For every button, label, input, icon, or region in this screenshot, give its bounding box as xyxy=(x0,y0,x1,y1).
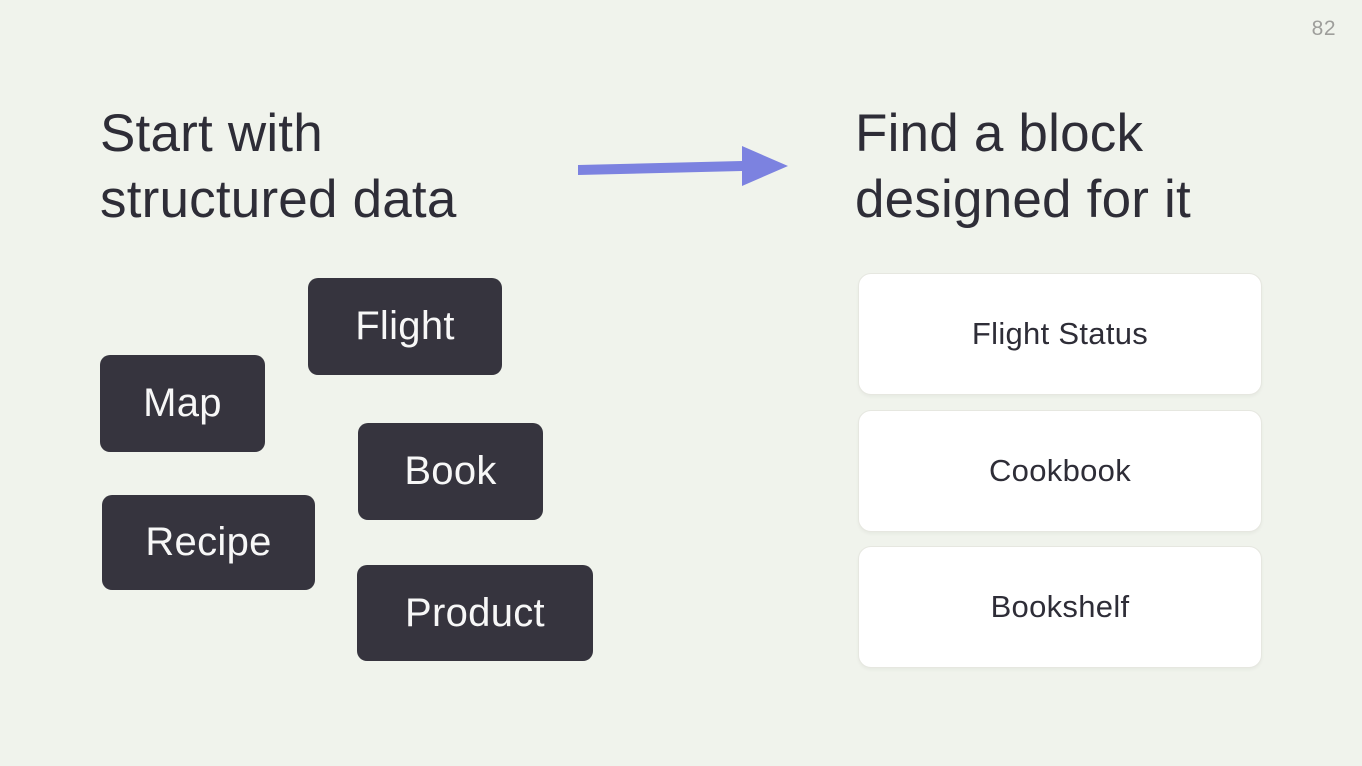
tag-recipe-label: Recipe xyxy=(145,520,272,564)
right-arrow-shape xyxy=(578,146,788,186)
card-bookshelf: Bookshelf xyxy=(858,546,1262,668)
tag-product-label: Product xyxy=(405,590,545,635)
tag-flight: Flight xyxy=(308,278,502,375)
card-cookbook: Cookbook xyxy=(858,410,1262,532)
right-heading-line-1: Find a block xyxy=(855,104,1144,163)
page-number: 82 xyxy=(1311,17,1336,40)
left-heading-line-1: Start with xyxy=(100,104,323,163)
tag-book: Book xyxy=(358,423,543,520)
card-cookbook-label: Cookbook xyxy=(989,453,1131,488)
tag-flight-label: Flight xyxy=(355,304,455,348)
tag-recipe: Recipe xyxy=(102,495,315,590)
right-heading: Find a block designed for it xyxy=(855,101,1191,233)
tag-book-label: Book xyxy=(404,449,497,493)
tag-map-label: Map xyxy=(143,381,222,425)
left-heading: Start with structured data xyxy=(100,101,457,233)
card-flight-status-label: Flight Status xyxy=(971,316,1149,351)
card-bookshelf-label: Bookshelf xyxy=(990,589,1130,624)
right-arrow-icon xyxy=(578,146,788,186)
tag-product: Product xyxy=(357,565,593,661)
right-heading-line-2: designed for it xyxy=(855,170,1191,229)
card-flight-status: Flight Status xyxy=(858,273,1262,395)
left-heading-line-2: structured data xyxy=(100,170,457,229)
tag-map: Map xyxy=(100,355,265,452)
